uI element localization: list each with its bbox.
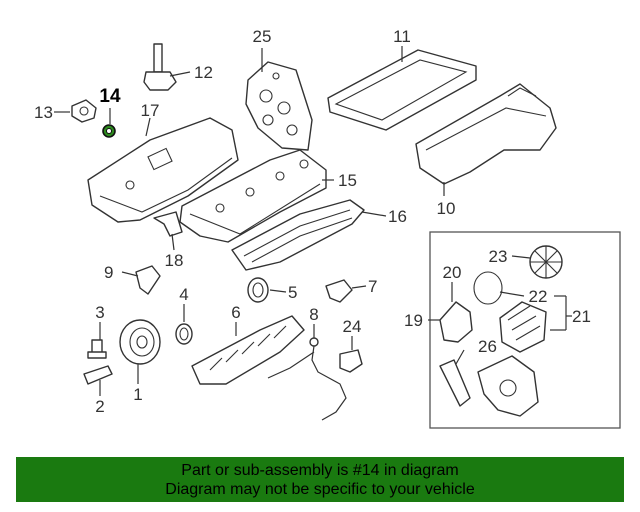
bracket-part-18: [153, 211, 183, 237]
pulley-part-1: [119, 319, 161, 365]
filter-cap-part-23: [529, 245, 563, 279]
callout-7: 7: [368, 277, 377, 296]
bolt-part-2: [83, 365, 113, 385]
seal-part-5: [247, 277, 269, 303]
callout-19: 19: [404, 311, 423, 330]
callout-3: 3: [95, 303, 104, 322]
baffle-part-6: [191, 315, 305, 385]
ignition-coil-part-12: [143, 43, 177, 91]
callout-24: 24: [343, 317, 362, 336]
callout-13: 13: [34, 103, 53, 122]
callout-23: 23: [489, 247, 508, 266]
banner-line-disclaimer: Diagram may not be specific to your vehi…: [165, 480, 475, 498]
oil-pan-part-10: [415, 83, 557, 185]
callout-5: 5: [288, 283, 297, 302]
callout-9: 9: [104, 263, 113, 282]
callout-1: 1: [133, 385, 142, 404]
dipstick-part-8: [267, 337, 347, 421]
callout-17: 17: [141, 101, 160, 120]
valve-cover: [87, 117, 239, 223]
parts-diagram: 25 11 12 13 14 17 15 16 10 18 9 3 2 1 4 …: [34, 27, 621, 429]
callout-25: 25: [253, 27, 272, 46]
callout-14: 14: [99, 86, 121, 107]
callout-2: 2: [95, 397, 104, 416]
leader-lines: [54, 46, 572, 396]
sensor-part-7: [325, 279, 353, 303]
callout-21: 21: [572, 307, 591, 326]
callout-8: 8: [309, 305, 318, 324]
callout-20: 20: [443, 263, 462, 282]
sensor-part-13: [71, 99, 97, 123]
callout-18: 18: [165, 251, 184, 270]
bolt-part-3: [87, 339, 107, 359]
callout-6: 6: [231, 303, 240, 322]
callout-4: 4: [179, 285, 188, 304]
callout-12: 12: [194, 63, 213, 82]
callout-16: 16: [388, 207, 407, 226]
seal-ring-part-14[interactable]: [102, 124, 116, 138]
callout-15: 15: [338, 171, 357, 190]
callout-labels: 25 11 12 13 14 17 15 16 10 18 9 3 2 1 4 …: [34, 27, 591, 416]
banner-line-part: Part or sub-assembly is #14 in diagram: [181, 461, 459, 479]
callout-10: 10: [437, 199, 456, 218]
filter-housing: [477, 355, 539, 417]
callout-22: 22: [529, 287, 548, 306]
callout-26: 26: [478, 337, 497, 356]
seal-part-4: [175, 323, 193, 345]
info-banner: Part or sub-assembly is #14 in diagram D…: [16, 457, 624, 502]
gasket-part-16: [231, 199, 365, 271]
oil-filter-group-box: [429, 231, 621, 429]
cover-part-25: [245, 61, 313, 151]
filter-element-part-21: [499, 301, 547, 353]
sensor-part-9: [135, 265, 161, 295]
head-cover-part-15: [179, 149, 327, 243]
sensor-part-24: [339, 349, 363, 373]
pan-gasket-part-11: [327, 49, 477, 131]
callout-11: 11: [393, 27, 411, 46]
